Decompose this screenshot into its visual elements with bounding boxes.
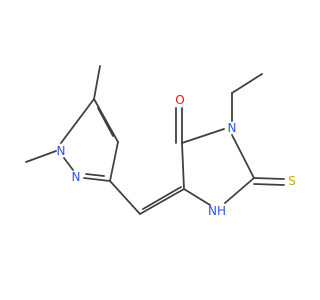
pyrazole-bond-c3-n2	[83, 177, 111, 182]
ethyl-bond-ch2-ch3	[231, 73, 263, 94]
pyrazole-bond-n1-c5	[60, 98, 95, 144]
atom-nh-label: NH	[208, 204, 226, 218]
atom-n2-label: N	[72, 170, 81, 184]
methyl-bond-n1	[25, 150, 57, 163]
pyrazole-bond-c4-c3	[109, 141, 119, 182]
pyrazole-bond-c5-c4-double	[97, 107, 114, 137]
imidazolidinone-bond-n3-c2	[231, 134, 255, 179]
methyl-bond-c5	[93, 65, 101, 100]
imidazolidinone-bond-n1-c5	[183, 188, 211, 206]
atom-labels: N N O N S NH	[57, 93, 296, 218]
atom-n1-label: N	[57, 144, 66, 158]
atom-s-label: S	[288, 174, 296, 188]
imidazolidinone-bond-c5-c4	[181, 142, 185, 190]
linker-bond-methine-c5-double	[142, 186, 182, 210]
thione-bond-double	[253, 183, 285, 186]
pyrazole-bond-c3-n2-double	[85, 173, 105, 177]
pyrazole-bond-n2-n1	[63, 157, 74, 171]
atom-o-label: O	[175, 93, 184, 107]
linker-bond-methine-c5	[139, 188, 185, 215]
imidazolidinone-bond-c4-n3	[181, 128, 225, 144]
linker-bond-c3-methine	[109, 180, 141, 215]
atom-n3-label: N	[228, 121, 237, 135]
molecule-structure: N N O N S NH	[0, 0, 300, 300]
bonds	[25, 65, 285, 215]
background	[0, 0, 300, 300]
imidazolidinone-bond-c2-n1	[224, 177, 255, 204]
pyrazole-bond-c5-c4	[93, 98, 119, 143]
thione-bond	[253, 177, 285, 180]
